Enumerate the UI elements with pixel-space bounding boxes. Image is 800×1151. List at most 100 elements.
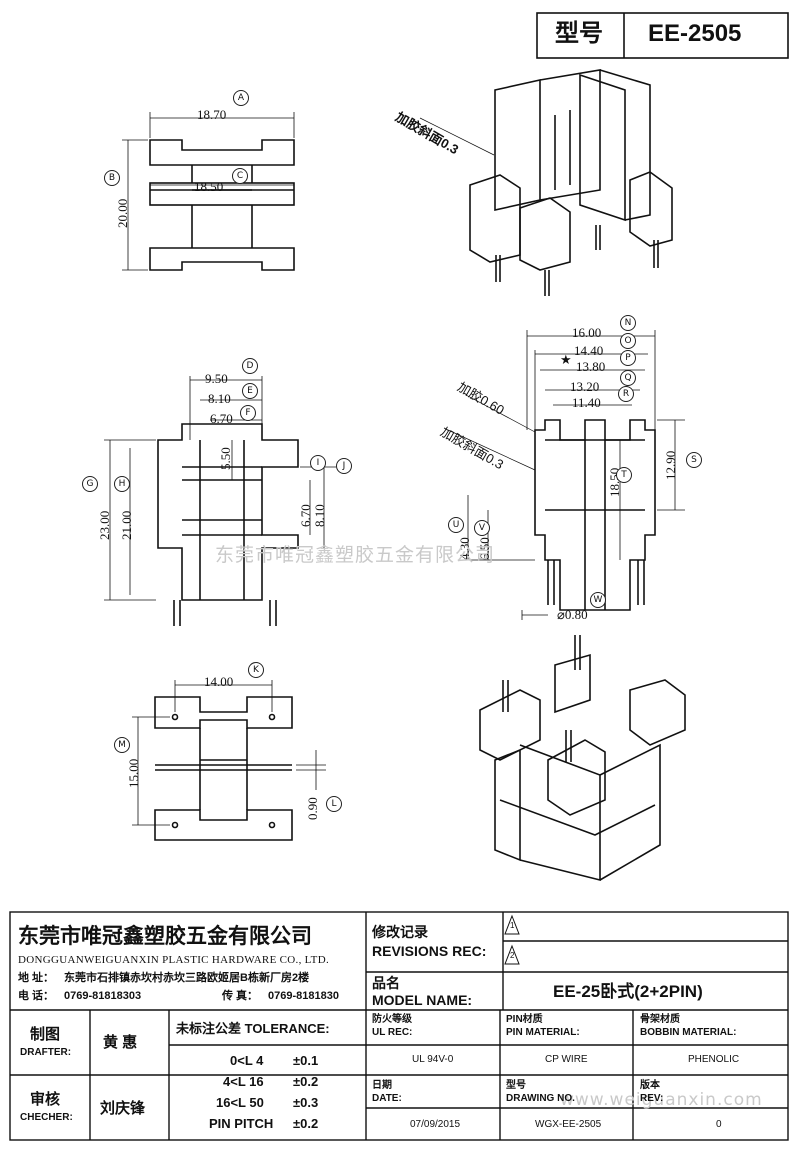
dim-o: 14.40 <box>574 343 604 358</box>
label-u: U <box>448 517 464 533</box>
dim-f: 6.70 <box>210 411 233 426</box>
star-note: ★ <box>560 352 572 367</box>
label-t: T <box>616 467 632 483</box>
rev-label-cn: 版本 <box>640 1080 660 1091</box>
tol-range-1: 0<L 4 <box>230 1053 264 1068</box>
revisions-label-en: REVISIONS REC: <box>372 943 487 959</box>
dim-q: 13.20 <box>570 379 600 394</box>
dim-d: 9.50 <box>205 371 228 386</box>
dim-j1: 6.70 <box>298 504 313 527</box>
tol-value-1: ±0.1 <box>293 1053 319 1068</box>
dim-b: 20.00 <box>115 198 130 228</box>
tolerance-title: 未标注公差 TOLERANCE: <box>176 1021 330 1036</box>
tol-range-4: PIN PITCH <box>209 1116 274 1131</box>
dim-m: 15.00 <box>126 758 141 788</box>
fax-label: 传 真： <box>222 990 259 1002</box>
label-n: N <box>620 315 636 331</box>
revisions-label-cn: 修改记录 <box>372 924 428 940</box>
label-e: E <box>242 383 258 399</box>
tol-range-3: 16<L 50 <box>216 1095 264 1110</box>
bobbin-value: PHENOLIC <box>688 1054 740 1065</box>
isometric-view-top <box>469 69 673 296</box>
dim-l: 0.90 <box>305 797 320 820</box>
drawing-label-cn: 型号 <box>506 1080 526 1091</box>
company-address: 东莞市石排镇赤坎村赤坎三路欧姬居B栋新厂房2楼 <box>64 972 310 984</box>
pin-label-en: PIN MATERIAL: <box>506 1027 580 1038</box>
label-o: O <box>620 333 636 349</box>
ul-label-cn: 防火等级 <box>372 1014 412 1025</box>
model-name: EE-25卧式(2+2PIN) <box>553 982 703 1001</box>
tol-value-2: ±0.2 <box>293 1074 319 1089</box>
label-b: B <box>104 170 120 186</box>
addr-label: 地 址： <box>18 972 55 984</box>
model-label-cn: 品名 <box>372 975 400 991</box>
dim-r: 11.40 <box>572 395 601 410</box>
header-model: EE-2505 <box>648 20 742 47</box>
dim-c: 18.50 <box>194 179 224 194</box>
pin-value: CP WIRE <box>545 1054 588 1065</box>
rev-value: 0 <box>716 1119 722 1130</box>
company-tel: 0769-81818303 <box>64 990 142 1002</box>
ul-value: UL 94V-0 <box>412 1054 454 1065</box>
label-a: A <box>233 90 249 106</box>
label-p: P <box>620 350 636 366</box>
drafter-label-cn: 制图 <box>30 1026 61 1043</box>
drafter-name: 黄 惠 <box>103 1034 138 1051</box>
label-k: K <box>248 662 264 678</box>
model-label-en: MODEL NAME: <box>372 992 473 1008</box>
dim-n: 16.00 <box>572 325 602 340</box>
dim-p: 13.80 <box>576 359 606 374</box>
label-w: W <box>590 592 606 608</box>
label-c: C <box>232 168 248 184</box>
top-view <box>149 139 295 271</box>
label-d: D <box>242 358 258 374</box>
rev-label-en: REV: <box>640 1093 664 1104</box>
bottom-view <box>154 696 293 841</box>
isometric-view-bottom <box>479 635 686 882</box>
label-v: V <box>474 520 490 536</box>
header-box <box>536 12 789 59</box>
company-fax: 0769-8181830 <box>268 990 339 1002</box>
ul-label-en: UL REC: <box>372 1027 413 1038</box>
dim-i: 5.50 <box>218 447 233 470</box>
bobbin-label-en: BOBBIN MATERIAL: <box>640 1027 737 1038</box>
checker-label-cn: 审核 <box>30 1091 61 1108</box>
label-r: R <box>618 386 634 402</box>
date-label-en: DATE: <box>372 1093 402 1104</box>
company-name-en: DONGGUANWEIGUANXIN PLASTIC HARDWARE CO.,… <box>18 954 329 966</box>
date-label-cn: 日期 <box>372 1080 392 1091</box>
front-view <box>157 423 299 626</box>
tel-label: 电 话： <box>18 990 55 1002</box>
rev-2: 2 <box>510 951 515 960</box>
dim-a: 18.70 <box>197 107 227 122</box>
dim-e: 8.10 <box>208 391 231 406</box>
rev-1: 1 <box>510 921 515 930</box>
side-view <box>534 419 656 611</box>
label-j: J <box>336 458 352 474</box>
label-q: Q <box>620 370 636 386</box>
drafter-label-en: DRAFTER: <box>20 1047 72 1058</box>
tol-value-3: ±0.3 <box>293 1095 319 1110</box>
checker-label-en: CHECHER: <box>20 1112 73 1123</box>
dim-s: 12.90 <box>663 450 678 480</box>
label-f: F <box>240 405 256 421</box>
dim-k: 14.00 <box>204 674 234 689</box>
tol-value-4: ±0.2 <box>293 1116 319 1131</box>
title-block <box>9 911 789 1141</box>
pin-label-cn: PIN材质 <box>506 1014 543 1025</box>
dim-g: 23.00 <box>97 510 112 540</box>
dim-h: 21.00 <box>119 510 134 540</box>
label-m: M <box>114 737 130 753</box>
dim-j2: 8.10 <box>312 504 327 527</box>
label-s: S <box>686 452 702 468</box>
label-l: L <box>326 796 342 812</box>
label-g: G <box>82 476 98 492</box>
tol-range-2: 4<L 16 <box>223 1074 264 1089</box>
watermark-url: www.weiguanxin.com <box>560 1090 763 1110</box>
label-i: I <box>310 455 326 471</box>
drawing-value: WGX-EE-2505 <box>535 1119 602 1130</box>
date-value: 07/09/2015 <box>410 1119 461 1130</box>
header-type-label: 型号 <box>555 20 603 47</box>
